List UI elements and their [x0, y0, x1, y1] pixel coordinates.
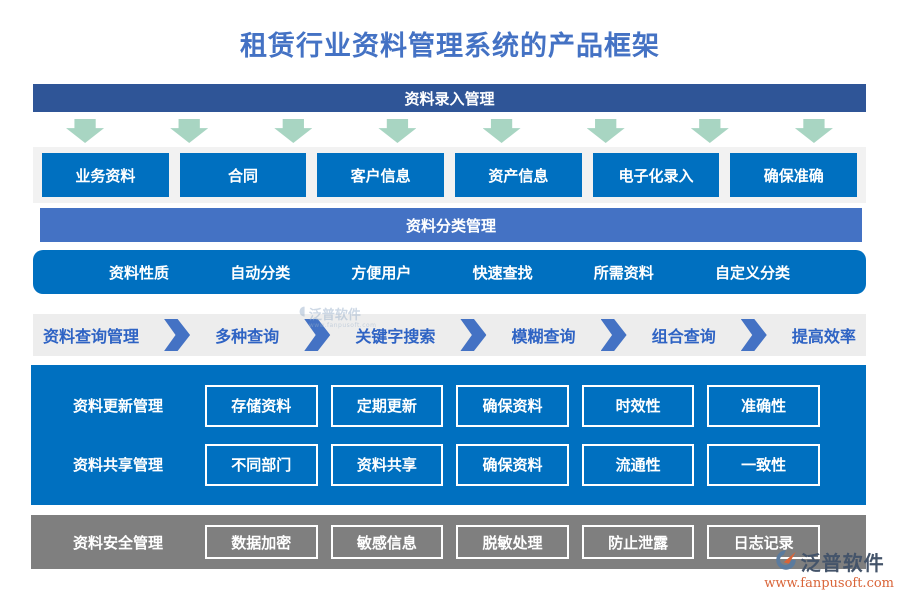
share-boxes: 不同部门 资料共享 确保资料 流通性 一致性: [205, 443, 866, 486]
classification-features-bar: 资料性质 自动分类 方便用户 快速查找 所需资料 自定义分类: [33, 250, 866, 294]
classification-management-banner: 资料分类管理: [40, 208, 862, 242]
down-arrow-icon: [66, 119, 105, 143]
box-data-sharing: 资料共享: [330, 443, 444, 486]
classify-item-needed: 所需资料: [593, 263, 654, 282]
query-step-management: 资料查询管理: [43, 327, 140, 346]
down-arrow-icon: [274, 119, 313, 143]
flow-arrows: [33, 119, 866, 145]
query-step-multi: 多种查询: [215, 327, 280, 346]
chevron-right-icon: [164, 319, 191, 351]
block-business-data: 业务资料: [42, 153, 169, 197]
share-management-label: 资料共享管理: [72, 456, 163, 474]
chevron-right-icon: [460, 319, 487, 351]
security-boxes: 数据加密 敏感信息 脱敏处理 防止泄露 日志记录: [205, 525, 866, 559]
block-customer-info: 客户信息: [317, 153, 445, 197]
classify-item-custom: 自定义分类: [714, 263, 790, 282]
entry-buttons-strip: 业务资料 合同 客户信息 资产信息 电子化录入 确保准确: [33, 147, 866, 203]
box-consistency: 一致性: [707, 443, 820, 486]
down-arrow-icon: [690, 119, 729, 143]
security-management-label: 资料安全管理: [72, 533, 163, 552]
vendor-name: 泛普软件: [800, 551, 885, 575]
box-sensitive-info: 敏感信息: [330, 525, 444, 559]
update-share-panel: 资料更新管理 存储资料 定期更新 确保资料 时效性 准确性 资料共享管理 不同部…: [31, 365, 866, 505]
box-different-departments: 不同部门: [205, 443, 318, 486]
box-desensitization: 脱敏处理: [456, 525, 569, 559]
box-periodic-update: 定期更新: [330, 384, 444, 427]
query-step-efficiency: 提高效率: [791, 327, 856, 346]
page-title: 租赁行业资料管理系统的产品框架: [240, 31, 660, 62]
block-electronic-entry: 电子化录入: [592, 153, 720, 197]
classification-banner-label: 资料分类管理: [405, 216, 496, 235]
box-leak-prevention: 防止泄露: [581, 525, 695, 559]
vendor-logo-icon: [774, 548, 798, 576]
classify-item-auto: 自动分类: [230, 263, 291, 282]
box-accuracy: 准确性: [707, 384, 820, 427]
box-ensure-data: 确保资料: [456, 443, 569, 486]
down-arrow-icon: [794, 119, 833, 143]
update-management-label: 资料更新管理: [72, 397, 163, 415]
chevron-right-icon: [304, 319, 331, 351]
down-arrow-icon: [170, 119, 209, 143]
share-management-row: 资料共享管理 不同部门 资料共享 确保资料 流通性 一致性: [31, 443, 866, 486]
vendor-url: www.fanpusoft.com: [764, 576, 894, 591]
chevron-right-icon: [600, 319, 627, 351]
classify-item-quick-find: 快速查找: [472, 263, 533, 282]
query-management-flow: 资料查询管理 多种查询 关键字搜索 模糊查询 组合查询 提高效率: [33, 314, 866, 356]
block-contract: 合同: [179, 153, 307, 197]
box-circulation: 流通性: [581, 443, 695, 486]
block-asset-info: 资产信息: [455, 153, 582, 197]
update-boxes: 存储资料 定期更新 确保资料 时效性 准确性: [205, 384, 866, 427]
down-arrow-icon: [482, 119, 521, 143]
classify-item-convenient: 方便用户: [351, 263, 412, 282]
down-arrow-icon: [378, 119, 417, 143]
vendor-logo: 泛普软件 www.fanpusoft.com: [764, 547, 894, 591]
query-step-fuzzy: 模糊查询: [511, 327, 576, 346]
down-arrow-icon: [586, 119, 625, 143]
update-management-row: 资料更新管理 存储资料 定期更新 确保资料 时效性 准确性: [31, 384, 866, 427]
box-log-record: 日志记录: [707, 525, 820, 559]
classify-item-nature: 资料性质: [109, 263, 170, 282]
query-step-keyword: 关键字搜索: [355, 327, 436, 346]
block-ensure-accuracy: 确保准确: [730, 153, 858, 197]
box-store-data: 存储资料: [205, 384, 318, 427]
box-timeliness: 时效性: [581, 384, 695, 427]
entry-management-banner-label: 资料录入管理: [404, 89, 495, 108]
box-data-encryption: 数据加密: [205, 525, 318, 559]
box-ensure-data: 确保资料: [456, 384, 569, 427]
security-management-panel: 资料安全管理 数据加密 敏感信息 脱敏处理 防止泄露 日志记录: [31, 515, 866, 569]
chevron-right-icon: [740, 319, 767, 351]
entry-management-banner: 资料录入管理: [33, 84, 866, 112]
query-step-combined: 组合查询: [651, 327, 716, 346]
